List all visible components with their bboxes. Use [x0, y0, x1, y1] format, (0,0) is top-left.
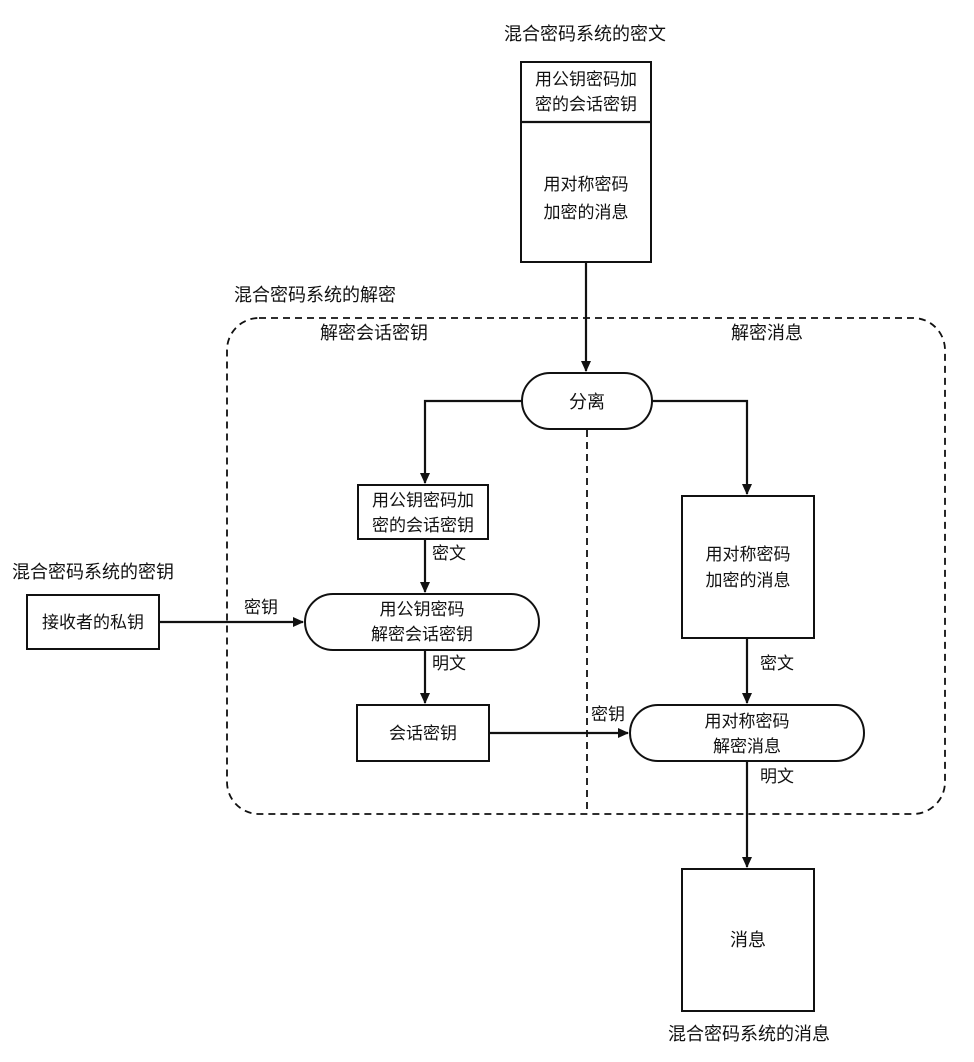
decryption-caption: 混合密码系统的解密 [234, 285, 396, 306]
sym-decrypt-node: 用对称密码 解密消息 [629, 704, 865, 762]
region-right-label: 解密消息 [731, 323, 803, 344]
session-key-box: 会话密钥 [356, 704, 490, 762]
arrow-split-to-enc-msg [652, 399, 752, 495]
pub-decrypt-node: 用公钥密码 解密会话密钥 [304, 593, 540, 651]
ciphertext-box-enc-key-line1: 用公钥密码加 [535, 70, 637, 90]
ciphertext-box: 用公钥密码加 密的会话密钥 用对称密码 加密的消息 [520, 61, 652, 263]
ciphertext-box-enc-msg-line1: 用对称密码 [544, 175, 629, 195]
key-caption: 混合密码系统的密钥 [12, 562, 174, 583]
message-box: 消息 [681, 868, 815, 1012]
ciphertext-box-enc-msg-line2: 加密的消息 [544, 203, 629, 223]
enc-message-line1: 用对称密码 [706, 545, 791, 565]
arrow-split-to-enc-key [420, 399, 522, 484]
key-label-2: 密钥 [591, 705, 625, 725]
split-node: 分离 [521, 372, 653, 430]
sym-decrypt-line2: 解密消息 [713, 737, 781, 757]
ciphertext-label-1: 密文 [432, 544, 466, 564]
plaintext-label-2: 明文 [760, 767, 794, 787]
enc-session-key-line1: 用公钥密码加 [372, 491, 474, 511]
session-key-label: 会话密钥 [389, 724, 457, 744]
key-label-1: 密钥 [244, 598, 278, 618]
sym-decrypt-line1: 用对称密码 [705, 712, 790, 732]
enc-message-box: 用对称密码 加密的消息 [681, 495, 815, 639]
enc-session-key-box: 用公钥密码加 密的会话密钥 [357, 484, 489, 540]
ciphertext-caption: 混合密码系统的密文 [504, 24, 666, 45]
private-key-box: 接收者的私钥 [26, 594, 160, 650]
split-label: 分离 [569, 392, 605, 413]
plaintext-label-1: 明文 [432, 654, 466, 674]
ciphertext-box-enc-key-line2: 密的会话密钥 [535, 95, 637, 115]
enc-session-key-line2: 密的会话密钥 [372, 516, 474, 536]
ciphertext-label-2: 密文 [760, 654, 794, 674]
message-caption: 混合密码系统的消息 [668, 1024, 830, 1045]
pub-decrypt-line1: 用公钥密码 [380, 600, 465, 620]
region-left-label: 解密会话密钥 [320, 323, 428, 344]
pub-decrypt-line2: 解密会话密钥 [371, 625, 473, 645]
message-label: 消息 [730, 930, 766, 951]
enc-message-line2: 加密的消息 [706, 571, 791, 591]
private-key-label: 接收者的私钥 [42, 613, 144, 633]
